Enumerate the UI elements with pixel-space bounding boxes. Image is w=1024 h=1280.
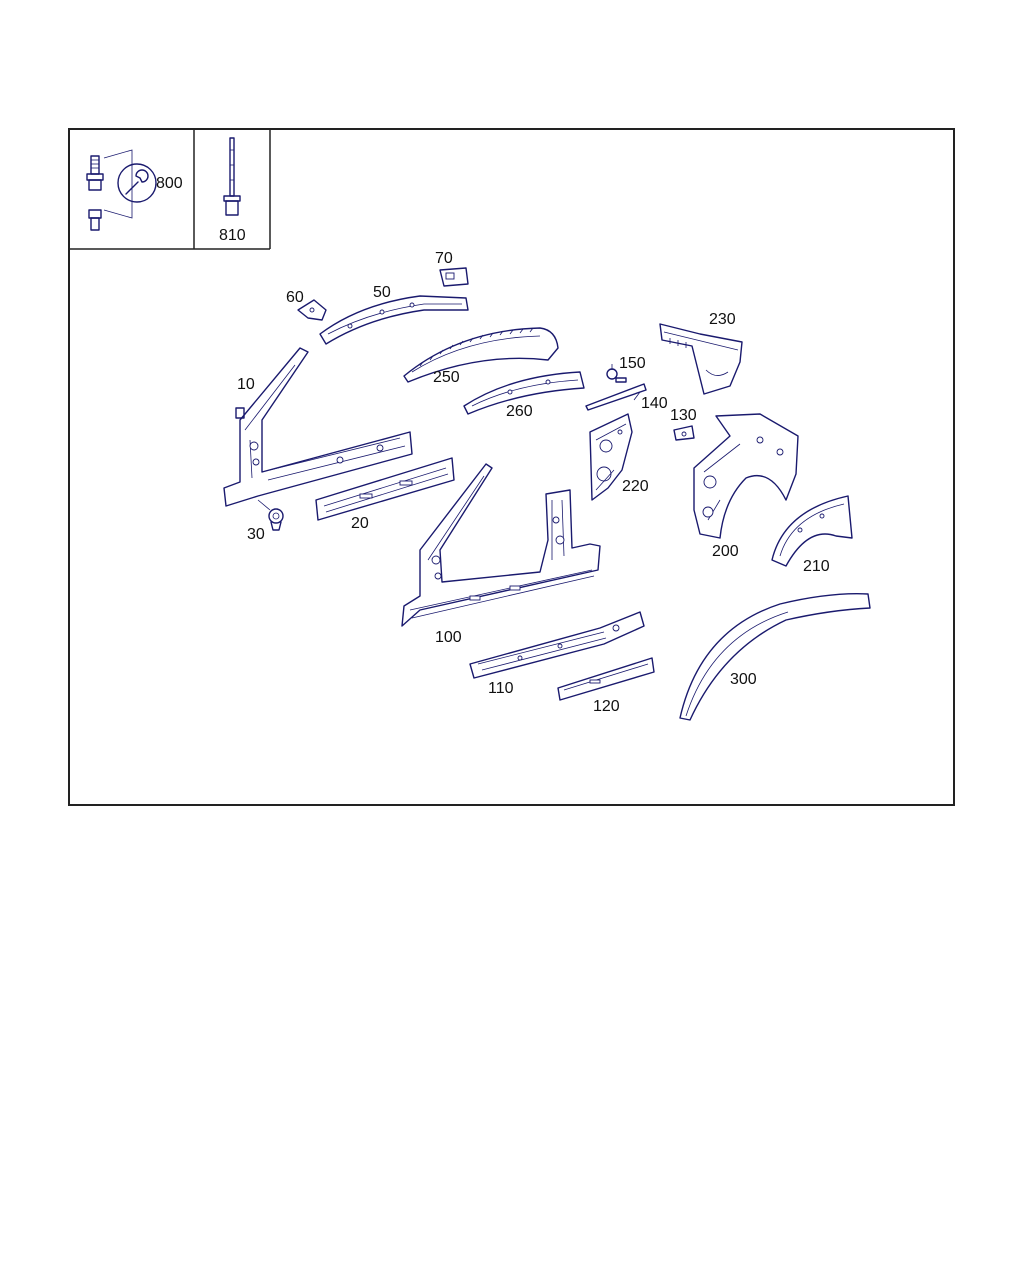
label-50: 50 [373, 284, 391, 301]
leader-lines [611, 364, 641, 401]
label-210: 210 [803, 558, 830, 575]
part-70-drawing [439, 267, 469, 287]
part-50-drawing [319, 295, 469, 345]
label-100: 100 [435, 629, 462, 646]
part-110-drawing [469, 611, 645, 679]
part-20-drawing [315, 457, 455, 521]
part-300-drawing [679, 593, 871, 721]
part-10-drawing [223, 347, 413, 507]
label-30: 30 [247, 526, 265, 543]
label-810: 810 [219, 227, 246, 244]
wrench-icon [117, 163, 157, 203]
label-300: 300 [730, 671, 757, 688]
part-60-drawing [297, 299, 327, 321]
part-100-drawing [401, 463, 601, 627]
label-150: 150 [619, 355, 646, 372]
label-110: 110 [488, 680, 514, 697]
part-140-drawing [585, 383, 647, 411]
part-labels: 800 810 10 20 30 50 60 70 100 110 120 13… [156, 175, 830, 715]
part-200-drawing [693, 413, 799, 539]
part-220-drawing [589, 413, 633, 501]
label-230: 230 [709, 311, 736, 328]
part-250-drawing [403, 327, 559, 383]
label-200: 200 [712, 543, 739, 560]
label-220: 220 [622, 478, 649, 495]
label-140: 140 [641, 395, 668, 412]
label-260: 260 [506, 403, 533, 420]
label-10: 10 [237, 376, 255, 393]
label-120: 120 [593, 698, 620, 715]
label-20: 20 [351, 515, 369, 532]
label-60: 60 [286, 289, 304, 306]
label-250: 250 [433, 369, 460, 386]
diagram-frame [68, 128, 955, 806]
part-260-drawing [463, 371, 585, 415]
bolt-800-drawing [86, 149, 133, 231]
label-800: 800 [156, 175, 183, 192]
rivet-810-drawing [223, 137, 241, 216]
part-230-drawing [659, 323, 743, 395]
part-30-drawing [257, 499, 284, 531]
part-130-drawing [673, 425, 695, 441]
label-130: 130 [670, 407, 697, 424]
label-70: 70 [435, 250, 453, 267]
inset-boxes [68, 128, 271, 250]
part-210-drawing [771, 495, 853, 567]
part-120-drawing [557, 657, 655, 701]
